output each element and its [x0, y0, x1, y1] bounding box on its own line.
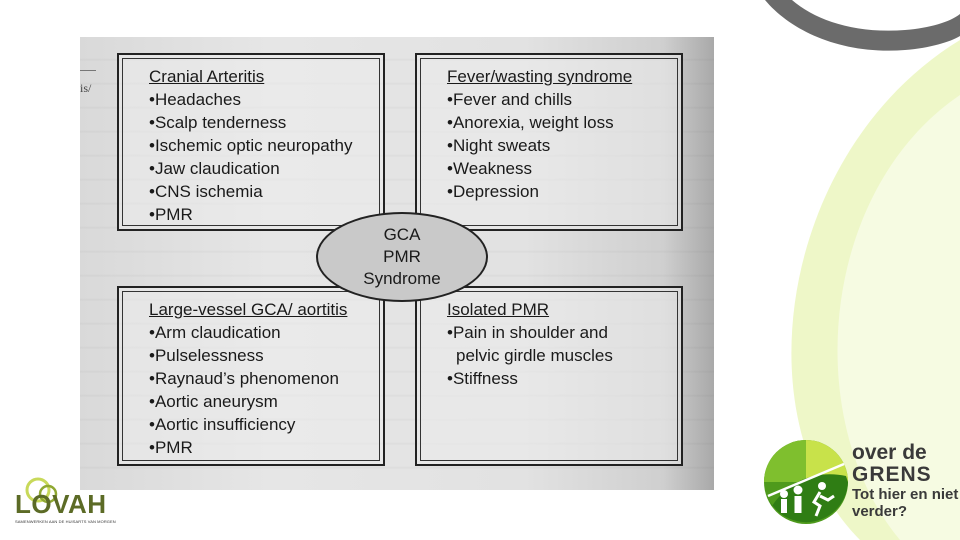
- list-item: •Fever and chills: [447, 90, 573, 109]
- center-line: PMR: [383, 247, 421, 266]
- lovah-logo-mark: [25, 477, 58, 504]
- side-text-fragment: is/: [80, 81, 92, 95]
- list-item: •Anorexia, weight loss: [447, 113, 614, 132]
- box-title: Fever/wasting syndrome: [447, 67, 633, 86]
- grens-line1: over de: [852, 441, 927, 464]
- grens-tagline1: Tot hier en niet: [852, 486, 959, 503]
- grens-tagline2: verder?: [852, 503, 908, 520]
- scanned-diagram: is/ Cranial Arteritis •Headaches •Scalp …: [80, 37, 714, 490]
- list-item: •CNS ischemia: [149, 182, 263, 201]
- lovah-subtitle: SAMENWERKEN AAN DE HUISARTS VAN MORGEN: [15, 519, 116, 524]
- list-item: •PMR: [149, 438, 193, 457]
- person-icon: [780, 490, 788, 498]
- list-item: •Weakness: [447, 159, 533, 178]
- box-isolated-pmr: Isolated PMR •Pain in shoulder and pelvi…: [415, 286, 683, 466]
- lovah-ring-icon: [25, 477, 51, 503]
- list-item: •Jaw claudication: [149, 159, 280, 178]
- center-ellipse-gca-pmr: GCA PMR Syndrome: [316, 212, 488, 302]
- grens-line2: GRENS: [852, 463, 932, 486]
- list-item: pelvic girdle muscles: [456, 346, 613, 365]
- side-rule: [80, 70, 96, 71]
- over-de-grens-logo-icon: [764, 440, 848, 524]
- box-fever-wasting-syndrome: Fever/wasting syndrome •Fever and chills…: [415, 53, 683, 231]
- list-item: •Pain in shoulder and: [447, 323, 608, 342]
- runner-icon: [818, 482, 826, 490]
- box-title: Cranial Arteritis: [149, 67, 265, 86]
- box-cranial-arteritis: Cranial Arteritis •Headaches •Scalp tend…: [117, 53, 385, 231]
- box-title: Isolated PMR: [447, 300, 550, 319]
- list-item: •Ischemic optic neuropathy: [149, 136, 353, 155]
- person-icon: [793, 485, 803, 495]
- list-item: •Pulselessness: [149, 346, 264, 365]
- center-line: GCA: [383, 225, 421, 244]
- list-item: •PMR: [149, 205, 193, 224]
- list-item: •Depression: [447, 182, 539, 201]
- list-item: •Scalp tenderness: [149, 113, 287, 132]
- list-item: •Arm claudication: [149, 323, 281, 342]
- over-de-grens-text: over de GRENS Tot hier en niet verder?: [852, 441, 959, 521]
- list-item: •Aortic aneurysm: [149, 392, 278, 411]
- lovah-wordmark: LOVAH: [15, 489, 107, 519]
- background-gray-arc: [765, 0, 960, 51]
- center-line: Syndrome: [363, 269, 441, 288]
- list-item: •Raynaud’s phenomenon: [149, 369, 339, 388]
- list-item: •Night sweats: [447, 136, 551, 155]
- list-item: •Aortic insufficiency: [149, 415, 296, 434]
- box-title: Large-vessel GCA/ aortitis: [149, 300, 348, 319]
- list-item: •Stiffness: [447, 369, 518, 388]
- list-item: •Headaches: [149, 90, 241, 109]
- box-large-vessel-gca: Large-vessel GCA/ aortitis •Arm claudica…: [117, 286, 385, 466]
